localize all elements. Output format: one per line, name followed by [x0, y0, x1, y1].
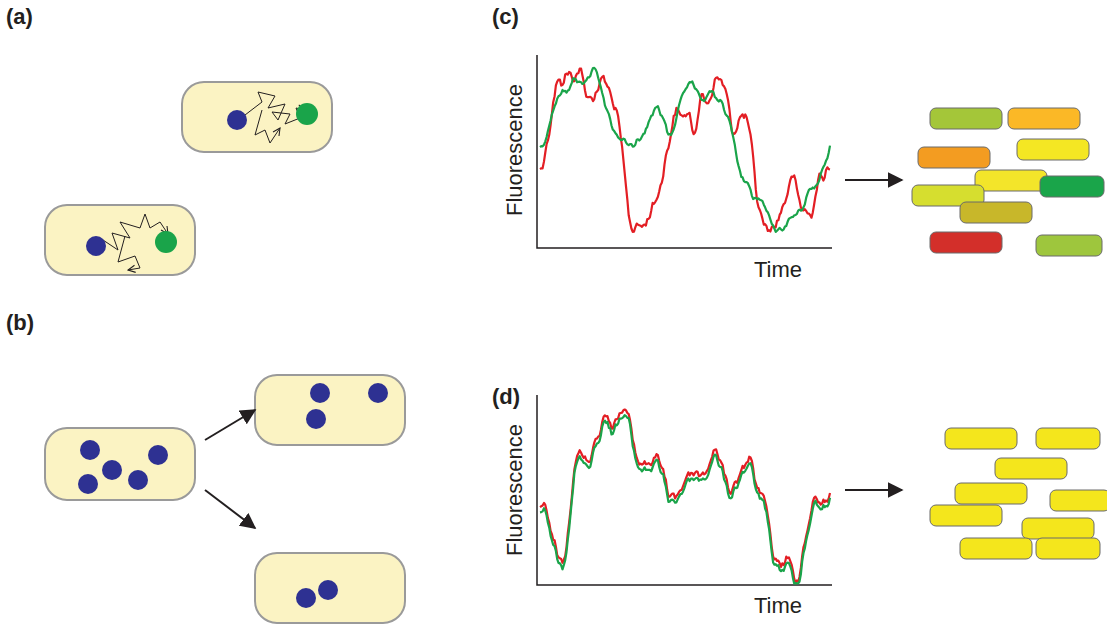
panel-letter: (d) — [492, 386, 520, 408]
trace — [540, 69, 830, 232]
trace — [540, 410, 830, 583]
trace — [540, 415, 830, 583]
result-arrow — [845, 180, 902, 490]
axis-label: Time — [754, 595, 802, 617]
fluorescence-traces — [540, 68, 830, 584]
division-arrow — [205, 410, 255, 528]
cells — [45, 82, 405, 623]
panel-letter: (a) — [6, 6, 33, 28]
population-cells — [912, 108, 1107, 559]
panel-letter: (c) — [492, 6, 519, 28]
axis-label: Time — [754, 259, 802, 281]
trace — [540, 68, 830, 232]
axis-label: Fluorescence — [504, 424, 526, 556]
axes — [537, 55, 832, 585]
random-walk — [103, 92, 305, 270]
axis-label: Fluorescence — [504, 84, 526, 216]
molecules — [78, 103, 388, 608]
panel-letter: (b) — [6, 312, 34, 334]
